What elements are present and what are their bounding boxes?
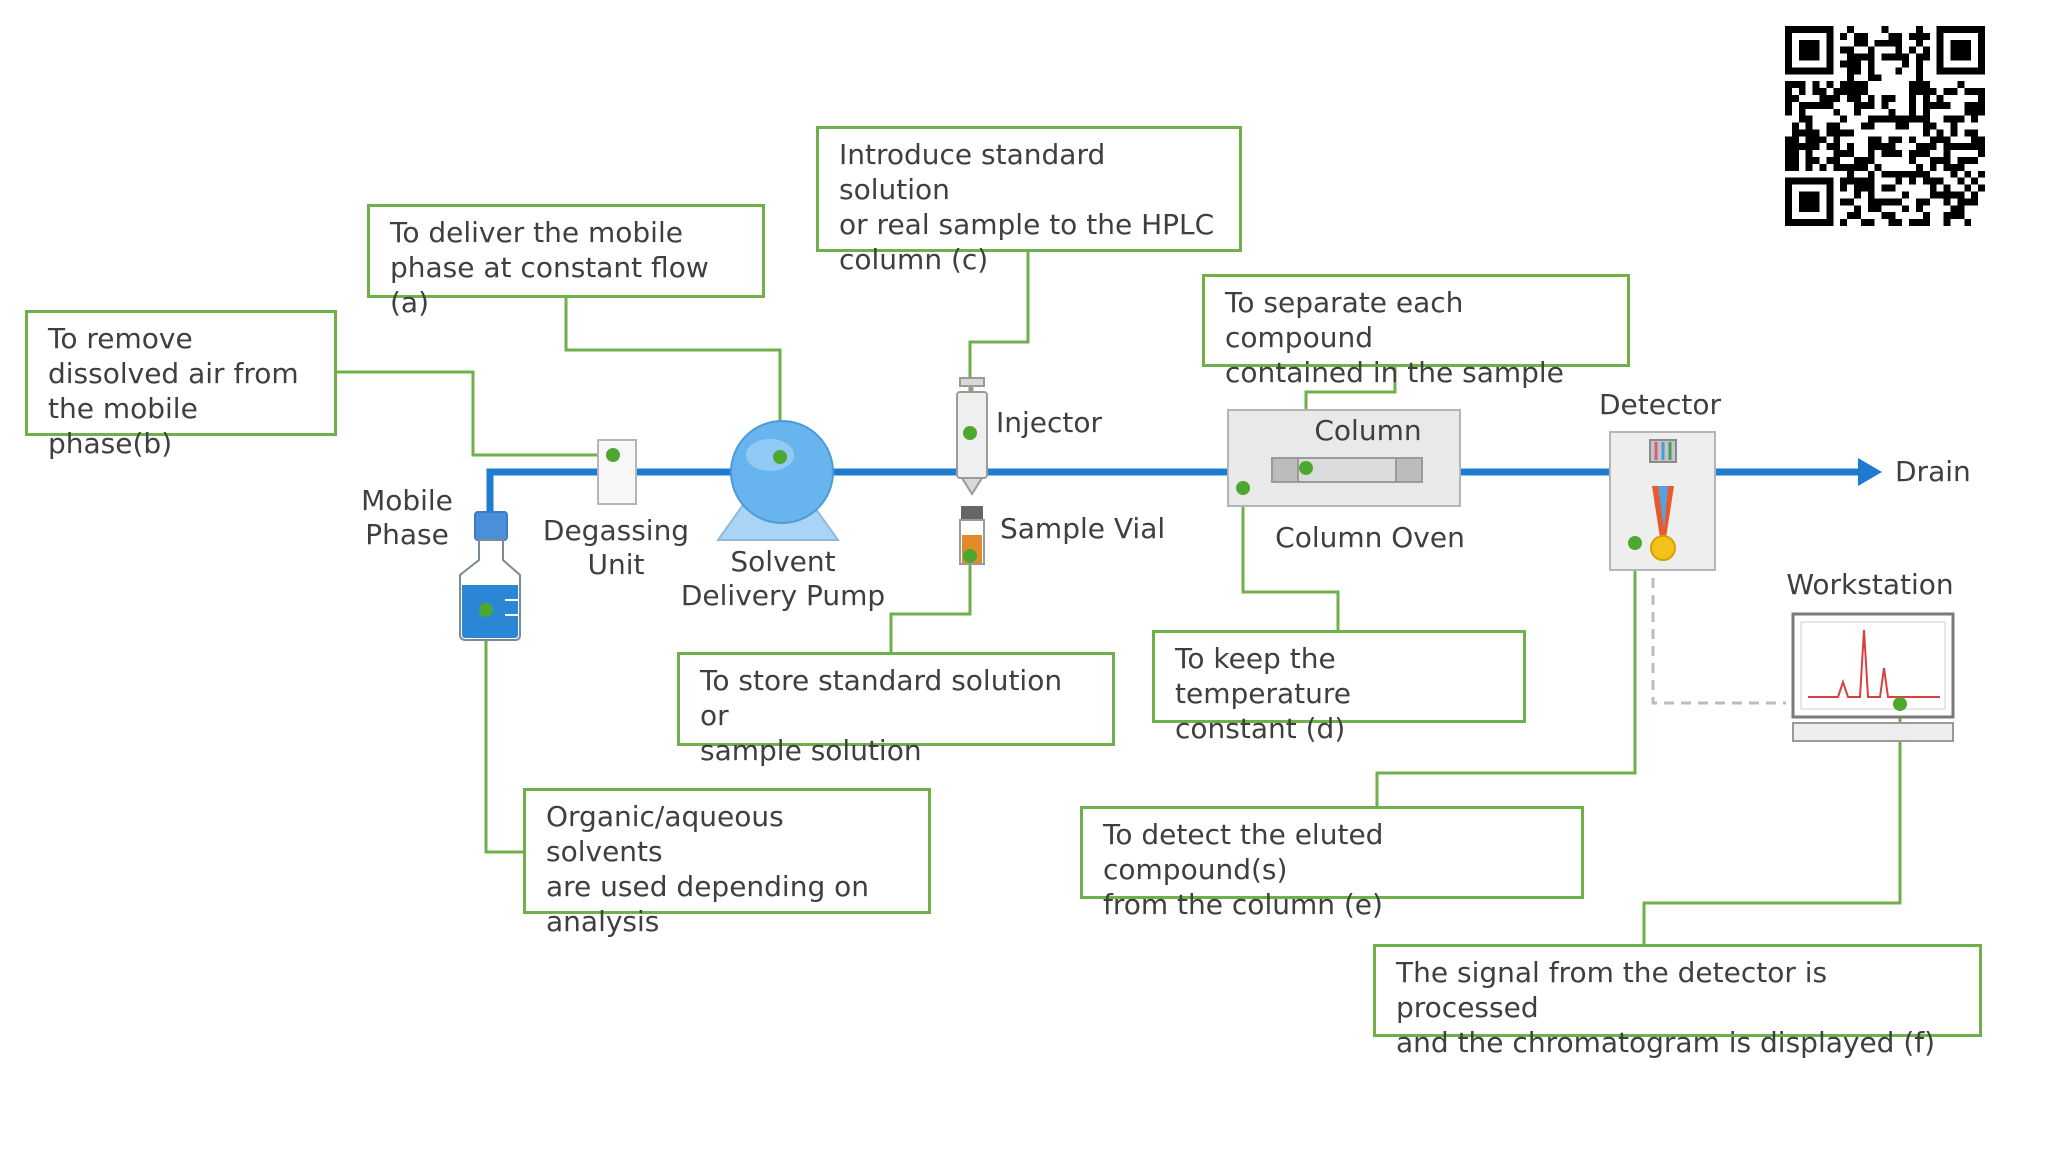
pump-callout: To deliver the mobile phase at constant …: [367, 204, 765, 319]
column-oven-label: Column Oven: [1275, 521, 1465, 554]
mobile-phase-callout: Organic/aqueous solvents are used depend…: [523, 788, 931, 938]
column-callout: To separate each compound contained in t…: [1202, 274, 1630, 389]
pump-icon: [716, 420, 840, 541]
degassing-callout: To remove dissolved air from the mobile …: [25, 310, 337, 460]
column-label: Column: [1314, 414, 1422, 447]
signal-line: [1651, 578, 1786, 705]
mobile-phase-label: Mobile Phase: [361, 484, 453, 551]
detector-label: Detector: [1598, 388, 1721, 421]
detector-icon: [1609, 431, 1716, 571]
degassing-unit-label: Degassing Unit: [542, 514, 690, 581]
pump-label: Solvent Delivery Pump: [680, 545, 886, 612]
injector-label: Injector: [996, 406, 1103, 439]
qr-code-icon: [1785, 26, 1985, 226]
drain-arrow-icon: [1858, 458, 1882, 486]
injector-callout: Introduce standard solution or real samp…: [816, 126, 1242, 276]
column-icon: [1271, 457, 1423, 483]
detector-callout: To detect the eluted compound(s) from th…: [1080, 806, 1584, 921]
workstation-callout: The signal from the detector is processe…: [1373, 944, 1982, 1059]
workstation-icon: [1791, 612, 1955, 742]
connector-dots: [479, 426, 1907, 711]
sample-vial-label: Sample Vial: [1000, 512, 1166, 545]
drain-label: Drain: [1895, 455, 1971, 488]
sample-vial-callout: To store standard solution or sample sol…: [677, 652, 1115, 767]
callout-connectors: [337, 252, 1902, 946]
mobile-phase-bottle-icon: [459, 511, 521, 641]
workstation-label: Workstation: [1786, 568, 1954, 601]
column-oven-callout: To keep the temperature constant (d): [1152, 630, 1526, 745]
degassing-unit-icon: [597, 439, 637, 505]
